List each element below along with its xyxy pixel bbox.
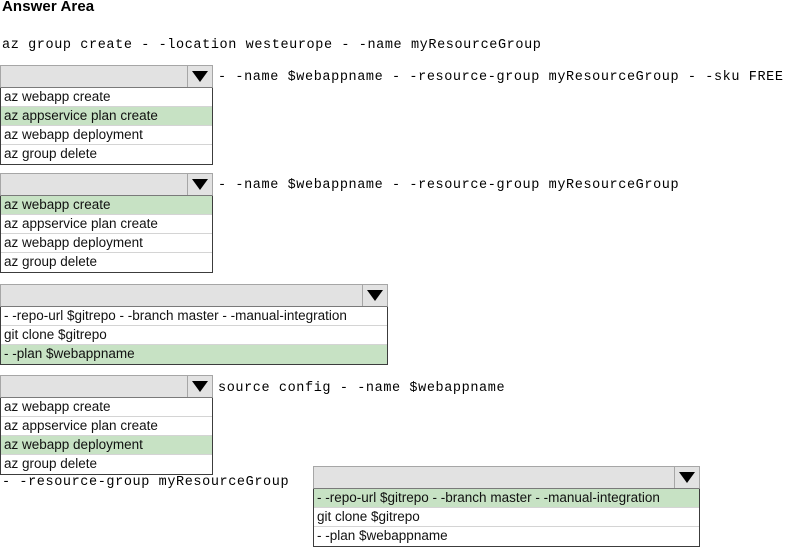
chevron-down-icon <box>192 71 208 82</box>
command-line-before-dropdown-5: - -resource-group myResourceGroup <box>2 475 290 490</box>
command-dropdown-4[interactable]: az webapp create az appservice plan crea… <box>0 375 213 475</box>
dropdown-5-options: - -repo-url $gitrepo - -branch master - … <box>313 489 700 547</box>
list-item[interactable]: - -repo-url $gitrepo - -branch master - … <box>1 307 387 326</box>
dropdown-5-toggle[interactable] <box>674 467 699 488</box>
dropdown-1-toggle[interactable] <box>187 66 212 87</box>
list-item[interactable]: - -repo-url $gitrepo - -branch master - … <box>314 489 699 508</box>
list-item[interactable]: az group delete <box>1 455 212 474</box>
list-item[interactable]: git clone $gitrepo <box>314 508 699 527</box>
dropdown-3-toggle[interactable] <box>362 285 387 306</box>
list-item[interactable]: az webapp create <box>1 196 212 215</box>
list-item[interactable]: - -plan $webappname <box>1 345 387 364</box>
command-line-after-dropdown-1: - -name $webappname - -resource-group my… <box>218 70 784 85</box>
dropdown-1-header[interactable] <box>0 65 213 88</box>
list-item[interactable]: az webapp create <box>1 398 212 417</box>
dropdown-4-toggle[interactable] <box>187 376 212 397</box>
command-line-1: az group create - -location westeurope -… <box>2 38 542 53</box>
list-item[interactable]: az webapp deployment <box>1 126 212 145</box>
argument-dropdown-5[interactable]: - -repo-url $gitrepo - -branch master - … <box>313 466 700 547</box>
list-item[interactable]: az appservice plan create <box>1 417 212 436</box>
dropdown-2-header[interactable] <box>0 173 213 196</box>
chevron-down-icon <box>679 472 695 483</box>
dropdown-2-toggle[interactable] <box>187 174 212 195</box>
list-item[interactable]: az appservice plan create <box>1 107 212 126</box>
dropdown-3-options: - -repo-url $gitrepo - -branch master - … <box>0 307 388 365</box>
command-line-after-dropdown-2: - -name $webappname - -resource-group my… <box>218 178 680 193</box>
list-item[interactable]: az webapp deployment <box>1 234 212 253</box>
list-item[interactable]: az appservice plan create <box>1 215 212 234</box>
dropdown-3-header[interactable] <box>0 284 388 307</box>
list-item[interactable]: az webapp create <box>1 88 212 107</box>
list-item[interactable]: az webapp deployment <box>1 436 212 455</box>
list-item[interactable]: az group delete <box>1 145 212 164</box>
dropdown-2-options: az webapp create az appservice plan crea… <box>0 196 213 273</box>
list-item[interactable]: az group delete <box>1 253 212 272</box>
command-dropdown-2[interactable]: az webapp create az appservice plan crea… <box>0 173 213 273</box>
chevron-down-icon <box>192 381 208 392</box>
chevron-down-icon <box>367 290 383 301</box>
page-title: Answer Area <box>2 0 95 15</box>
argument-dropdown-3[interactable]: - -repo-url $gitrepo - -branch master - … <box>0 284 388 365</box>
list-item[interactable]: - -plan $webappname <box>314 527 699 546</box>
list-item[interactable]: git clone $gitrepo <box>1 326 387 345</box>
command-dropdown-1[interactable]: az webapp create az appservice plan crea… <box>0 65 213 165</box>
dropdown-4-header[interactable] <box>0 375 213 398</box>
dropdown-5-header[interactable] <box>313 466 700 489</box>
chevron-down-icon <box>192 179 208 190</box>
dropdown-4-options: az webapp create az appservice plan crea… <box>0 398 213 475</box>
dropdown-1-options: az webapp create az appservice plan crea… <box>0 88 213 165</box>
command-line-after-dropdown-4: source config - -name $webappname <box>218 381 506 396</box>
